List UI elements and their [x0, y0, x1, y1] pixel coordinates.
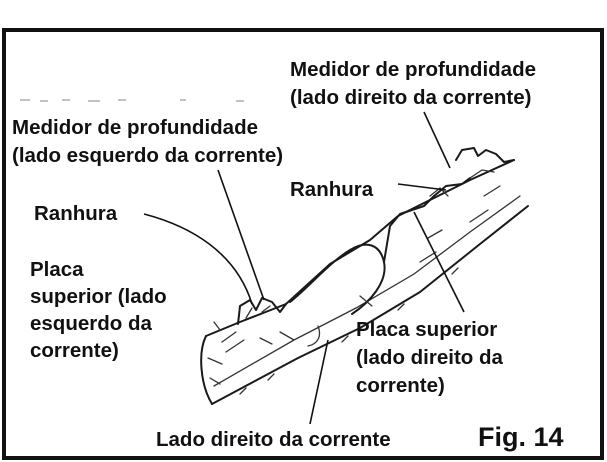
figure-number: Fig. 14 [478, 422, 564, 452]
leader-groove-right [397, 183, 447, 191]
chain-lower-edge-inner [213, 195, 521, 387]
scan-artifacts [20, 99, 244, 102]
label-right-top-plate-3: corrente) [356, 374, 445, 397]
label-right-top-plate-1: Placa superior [356, 318, 497, 341]
label-groove-left: Ranhura [34, 202, 118, 225]
label-left-depth-gauge-2: (lado esquerdo da corrente) [12, 144, 283, 167]
chain-left-end-detail [207, 321, 223, 385]
label-left-top-plate-3: esquerdo da [30, 312, 152, 335]
chain-left-end [200, 335, 213, 405]
label-right-top-plate-2: (lado direito da [356, 346, 504, 369]
label-left-depth-gauge-1: Medidor de profundidade [12, 116, 258, 139]
leader-left-depth-gauge [217, 169, 265, 301]
labels: Medidor de profundidade (lado direito da… [12, 58, 564, 452]
label-right-side-chain: Lado direito da corrente [156, 428, 391, 451]
label-left-top-plate-1: Placa [30, 258, 84, 281]
middle-link [289, 243, 386, 315]
right-cutter-tooth [383, 177, 471, 263]
left-cutter-hatch [221, 331, 295, 353]
chain-upper-edge [205, 159, 515, 337]
leader-lines [143, 111, 465, 425]
right-depth-gauge [455, 147, 515, 163]
leader-right-side-chain [309, 339, 329, 425]
middle-link-rivet [307, 295, 373, 347]
figure-frame [2, 28, 604, 460]
right-cutter-groove [429, 169, 495, 197]
leader-groove-left [143, 213, 253, 305]
leader-right-depth-gauge [423, 111, 451, 169]
label-left-top-plate-4: corrente) [30, 339, 119, 362]
label-right-depth-gauge-1: Medidor de profundidade [290, 58, 536, 81]
chain-bottom-ticks [239, 267, 459, 395]
left-cutter-groove [245, 305, 271, 319]
label-right-depth-gauge-2: (lado direito da corrente) [290, 86, 531, 109]
left-cutter-tooth [237, 297, 287, 325]
right-cutter-hatch [419, 185, 501, 263]
label-groove-right: Ranhura [290, 178, 374, 201]
chain-lower-edge [211, 205, 529, 405]
saw-chain-drawing [200, 147, 529, 405]
leader-right-top-plate [413, 211, 465, 313]
label-left-top-plate-2: superior (lado [30, 285, 167, 308]
